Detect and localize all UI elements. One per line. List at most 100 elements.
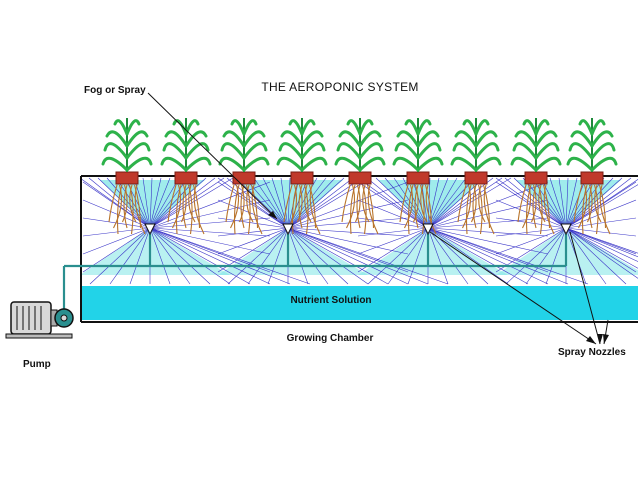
root-strand xyxy=(182,184,187,229)
root-strand xyxy=(245,184,251,235)
root-strand xyxy=(356,184,361,229)
spray-line xyxy=(357,227,429,255)
spray-line xyxy=(287,177,291,229)
root-strand xyxy=(193,184,205,235)
spray-line xyxy=(217,199,289,229)
spray-line xyxy=(565,227,627,285)
plant-leaf xyxy=(416,142,442,160)
spray-line xyxy=(495,227,567,255)
root-strand xyxy=(367,184,379,235)
plant-leaf xyxy=(416,130,440,148)
spray-line xyxy=(565,227,638,254)
spray-line xyxy=(82,227,151,237)
spray-line xyxy=(287,227,429,285)
root-strand xyxy=(413,184,419,223)
spray-line xyxy=(106,177,151,229)
spray-line xyxy=(513,177,567,229)
plant-pot xyxy=(580,171,604,185)
root-strand xyxy=(291,184,298,235)
spray-line xyxy=(287,227,369,285)
plant-leaf xyxy=(590,119,606,136)
spray-line xyxy=(82,199,151,229)
plant-leaf xyxy=(288,119,304,136)
plant-leaf xyxy=(396,130,420,148)
spray-line xyxy=(82,227,151,255)
mist-cone xyxy=(378,180,483,228)
spray-line xyxy=(427,177,503,229)
plant-pot xyxy=(406,171,430,185)
mist-layer xyxy=(80,180,638,275)
plant-leaf xyxy=(416,119,432,136)
plant-leaf xyxy=(164,130,188,148)
spray-line xyxy=(149,227,231,285)
spray-line xyxy=(427,177,485,229)
plant-leaf xyxy=(462,119,478,136)
root-strand xyxy=(578,184,588,229)
spray-line xyxy=(247,227,289,285)
spray-line xyxy=(565,217,637,229)
spray-line xyxy=(565,227,637,237)
spray-line xyxy=(427,227,469,285)
spray-line xyxy=(149,227,211,285)
plant-leaf xyxy=(242,130,266,148)
pointer-arrowheads xyxy=(268,211,609,344)
root-strand xyxy=(341,184,351,223)
spray-line xyxy=(124,177,151,229)
root-strand xyxy=(399,184,409,223)
plant xyxy=(218,118,270,185)
plant-leaf xyxy=(242,142,268,160)
spray-line xyxy=(549,177,567,229)
plant-leaf xyxy=(522,119,538,136)
spray-line xyxy=(149,227,311,285)
spray-line xyxy=(427,227,549,285)
plant-leaf xyxy=(242,156,270,172)
root-strand xyxy=(233,184,240,235)
root-strand xyxy=(587,184,593,223)
root-strand xyxy=(251,184,263,235)
spray-line xyxy=(565,227,607,285)
root-strand xyxy=(128,184,134,235)
spray-line xyxy=(149,181,271,229)
plant-leaf xyxy=(276,156,304,172)
root-strand xyxy=(525,184,532,235)
root-strand xyxy=(522,184,532,229)
spray-line xyxy=(287,177,336,229)
spray-line xyxy=(287,217,409,229)
plant-leaf xyxy=(300,130,324,148)
plant-leaf xyxy=(358,119,374,136)
root-strand xyxy=(225,184,235,223)
spray-line xyxy=(149,177,162,229)
plants-layer xyxy=(101,118,618,185)
spray-line xyxy=(287,227,409,237)
root-strand xyxy=(297,184,303,223)
plant-leaf xyxy=(280,130,304,148)
plant-leaf xyxy=(512,142,538,160)
root-strand xyxy=(181,184,187,223)
spray-line xyxy=(565,227,638,258)
plant-leaf xyxy=(336,142,362,160)
spray-line xyxy=(565,227,637,255)
spray-line xyxy=(287,227,409,285)
label-pump: Pump xyxy=(23,359,51,370)
mist-cone-lower xyxy=(358,228,508,275)
spray-line xyxy=(109,227,151,285)
plant-leaf xyxy=(222,130,246,148)
root-strand xyxy=(349,184,356,235)
root-strand xyxy=(531,184,537,223)
spray-line xyxy=(271,177,289,229)
plant-leaf xyxy=(184,130,208,148)
spray-line xyxy=(427,217,549,229)
plant xyxy=(160,118,212,185)
plant-leaf xyxy=(278,142,304,160)
spray-line xyxy=(267,227,289,285)
spray-line xyxy=(495,227,567,273)
spray-line xyxy=(565,177,578,229)
spray-line xyxy=(565,177,632,229)
plant-leaf xyxy=(474,156,502,172)
spray-line xyxy=(149,177,171,229)
plant-leaf xyxy=(184,156,212,172)
spray-line xyxy=(227,227,289,285)
plant-leaf xyxy=(242,119,258,136)
spray-line xyxy=(495,217,567,229)
spray-line xyxy=(287,227,309,285)
